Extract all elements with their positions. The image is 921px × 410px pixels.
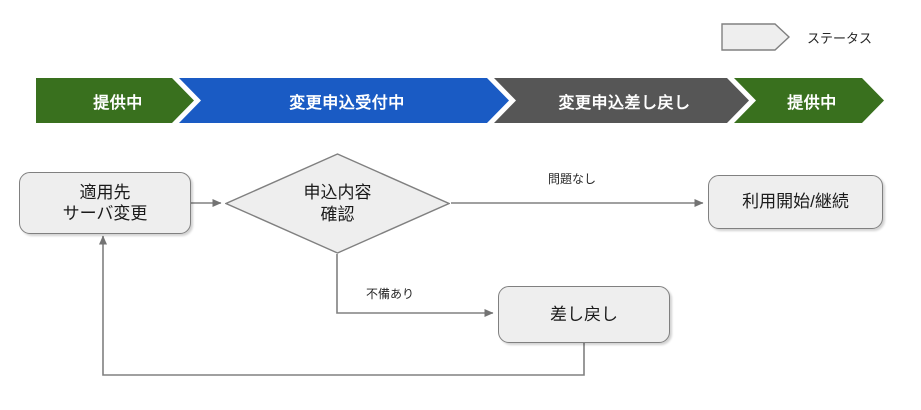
status-step-2-label: 変更申込受付中	[289, 94, 405, 112]
status-step-3[interactable]: 変更申込差し戻し	[494, 78, 749, 123]
legend: ステータス	[721, 23, 911, 53]
node-send-back-label: 差し戻し	[550, 304, 618, 324]
status-flow-band: 提供中 変更申込受付中 変更申込差し戻し 提供中	[36, 78, 884, 123]
status-chevron-sample-icon	[721, 23, 791, 51]
node-apply-target-server-change[interactable]: 適用先 サーバ変更	[19, 172, 191, 234]
node-start-or-continue-use[interactable]: 利用開始/継続	[708, 175, 883, 229]
status-step-4-shape	[734, 78, 884, 123]
status-step-2-shape	[179, 78, 509, 123]
status-step-1-shape	[36, 78, 194, 123]
status-step-1[interactable]: 提供中	[36, 78, 194, 123]
status-step-1-label: 提供中	[93, 94, 143, 112]
node-application-content-check-shape	[225, 153, 450, 254]
node-application-content-check-label: 申込内容 確認	[303, 183, 372, 224]
node-send-back[interactable]: 差し戻し	[498, 286, 670, 343]
edge-check-to-sendback	[336, 254, 494, 317]
node-application-content-check[interactable]: 申込内容 確認	[225, 153, 450, 254]
status-step-3-label: 変更申込差し戻し	[558, 94, 691, 112]
status-step-2[interactable]: 変更申込受付中	[179, 78, 509, 123]
edge-label-no-problem: 問題なし	[548, 172, 597, 186]
status-step-4-label: 提供中	[787, 94, 837, 112]
status-step-3-shape	[494, 78, 749, 123]
status-step-4[interactable]: 提供中	[734, 78, 884, 123]
node-apply-target-server-change-label: 適用先 サーバ変更	[62, 182, 148, 223]
legend-label: ステータス	[807, 31, 873, 46]
edge-label-deficiency-found: 不備あり	[366, 287, 415, 301]
node-start-or-continue-use-label: 利用開始/継続	[742, 192, 849, 212]
